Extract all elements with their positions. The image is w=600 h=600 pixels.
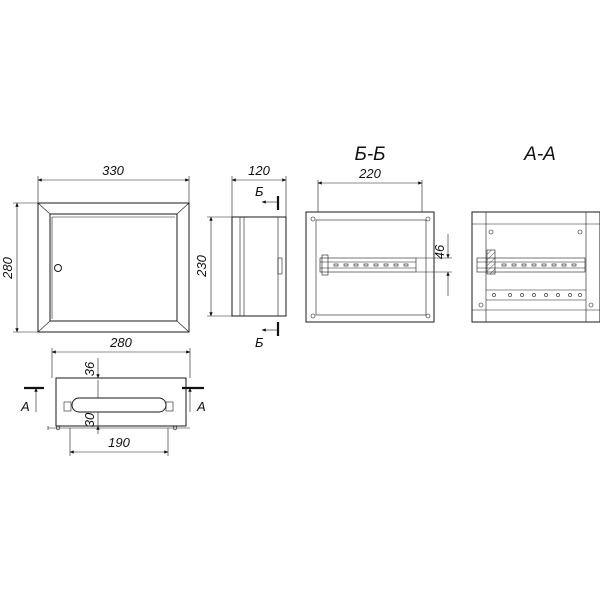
section-bb-title: Б-Б [354, 144, 385, 165]
section-mark-b-top: Б [255, 184, 264, 199]
bb-rail-slots [333, 263, 409, 267]
dim-front-width: 330 [102, 163, 124, 178]
section-bb: Б-Б 220 46 [305, 144, 452, 323]
front-view: 330 280 [0, 163, 190, 333]
dim-bottom-width: 280 [109, 335, 132, 350]
dim-side-depth: 120 [248, 163, 270, 178]
section-mark-b-bottom: Б [255, 335, 264, 350]
dim-bottom-mount: 190 [108, 435, 130, 450]
lock-icon [54, 264, 62, 272]
dim-bottom-opening-height: 30 [82, 412, 97, 427]
dim-bottom-opening-depth: 36 [82, 361, 97, 376]
side-view: 120 230 Б Б [194, 163, 287, 350]
section-mark-a-right: А [196, 399, 206, 414]
dim-front-height: 280 [0, 256, 15, 279]
dim-bb-rail: 46 [432, 244, 447, 259]
dim-side-height: 230 [194, 254, 209, 277]
aa-rail-slots [501, 263, 577, 267]
dim-bb-width: 220 [358, 166, 381, 181]
cable-opening [71, 397, 167, 413]
bottom-view: 280 36 30 190 А А [20, 335, 206, 456]
section-aa: А-А [471, 144, 600, 323]
section-aa-title: А-А [523, 144, 556, 165]
section-mark-a-left: А [20, 399, 30, 414]
